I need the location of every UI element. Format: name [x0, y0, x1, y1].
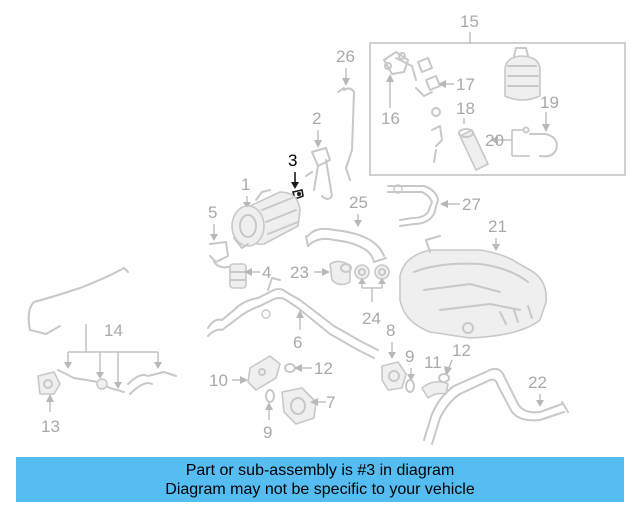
callout-23: 23 [290, 263, 309, 282]
part-17-clips [415, 57, 441, 97]
part-27-hose [387, 184, 439, 227]
part-24-clamps [354, 264, 390, 280]
parts-diagram: 15 16 17 18 20 [27, 12, 626, 445]
callout-14: 14 [104, 321, 123, 340]
part-8-valve [381, 361, 407, 391]
part-6-tube [207, 277, 379, 359]
part-5-bracket [209, 241, 233, 269]
callout-17: 17 [456, 75, 475, 94]
callout-12b: 12 [452, 341, 471, 360]
callout-8: 8 [386, 321, 395, 340]
callout-6: 6 [293, 333, 302, 352]
part-13-valve [37, 371, 61, 395]
callout-3: 3 [288, 151, 297, 170]
callout-10: 10 [209, 371, 228, 390]
callout-19: 19 [540, 93, 559, 112]
part-19-hose [522, 126, 558, 158]
part-7-housing [281, 387, 317, 425]
callout-15: 15 [460, 12, 479, 31]
part-12-gasket-left [284, 363, 296, 373]
part-25-hose [305, 227, 387, 263]
callout-9a: 9 [405, 347, 414, 366]
subassembly-15-frame [369, 42, 626, 176]
callout-16: 16 [381, 109, 400, 128]
callout-1: 1 [241, 175, 250, 194]
part-15-canister [504, 47, 541, 101]
callout-20: 20 [485, 131, 504, 150]
callout-25: 25 [349, 193, 368, 212]
callout-12a: 12 [314, 359, 333, 378]
part-14-lines [27, 267, 177, 395]
part-26-tube [337, 87, 355, 181]
part-9-oring-left [265, 389, 275, 403]
info-banner: Part or sub-assembly is #3 in diagram Di… [16, 457, 624, 502]
callout-13: 13 [41, 417, 60, 436]
callout-2: 2 [312, 109, 321, 128]
callout-5: 5 [208, 203, 217, 222]
callout-11: 11 [424, 353, 442, 372]
part-22-pipe [423, 367, 569, 445]
callout-26: 26 [336, 47, 355, 66]
part-23-connector [329, 260, 352, 286]
callout-7: 7 [326, 393, 335, 412]
callout-27: 27 [462, 195, 481, 214]
callout-9b: 9 [263, 423, 272, 442]
part-2-bracket [305, 147, 333, 200]
part-1-air-pump [231, 189, 301, 249]
part-10-plate [247, 355, 281, 391]
callout-22: 22 [528, 373, 547, 392]
callout-21: 21 [488, 217, 507, 236]
callout-4: 4 [262, 263, 271, 282]
part-20-filter [458, 128, 489, 171]
part-16-bracket [383, 51, 417, 81]
part-4-mount [229, 263, 247, 289]
part-18-clip [431, 107, 443, 163]
banner-line-2: Diagram may not be specific to your vehi… [165, 480, 475, 498]
callout-24: 24 [362, 309, 381, 328]
part-12-gasket-right [438, 373, 450, 383]
callout-18: 18 [456, 99, 475, 118]
banner-line-1: Part or sub-assembly is #3 in diagram [185, 461, 455, 479]
part-21-fuel-tank [399, 235, 547, 339]
part-9-oring-right [405, 379, 415, 393]
